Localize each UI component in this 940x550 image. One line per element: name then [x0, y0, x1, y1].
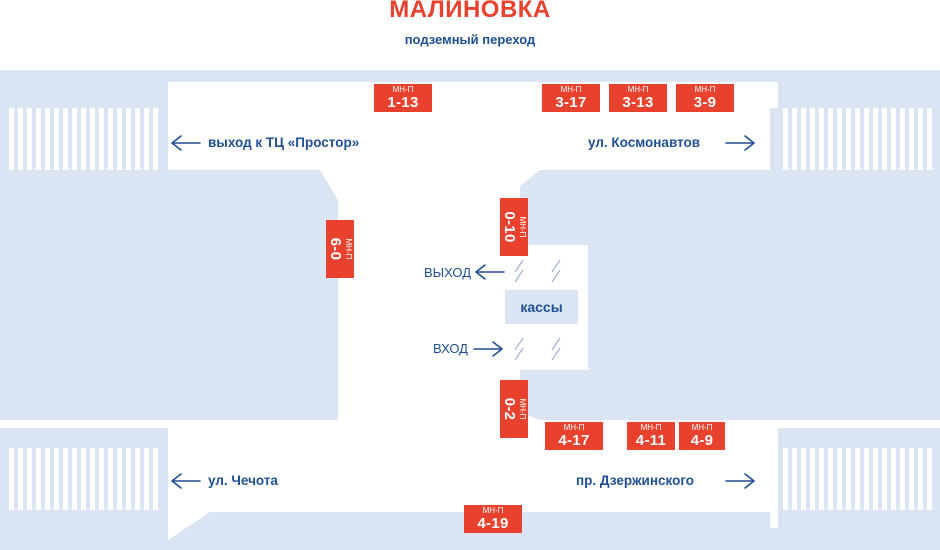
station-subtitle: подземный переход: [404, 32, 536, 47]
arrow-left-bottom: [171, 473, 201, 489]
crosswalk-top-left: [8, 108, 160, 170]
turnstiles: [514, 259, 561, 361]
label-exit-mall: выход к ТЦ «Простор»: [208, 135, 360, 150]
arrow-entrance: [473, 341, 503, 357]
ticket-office: кассы: [505, 290, 578, 324]
arrow-right-bottom: [725, 473, 755, 489]
direction-arrows: [171, 135, 755, 489]
passage: [168, 82, 778, 540]
label-dzerzhinskogo-avenue: пр. Дзержинского: [576, 473, 695, 488]
arrow-right-top: [725, 135, 755, 151]
station-title: МАЛИНОВКА: [389, 0, 551, 23]
label-entrance: ВХОД: [433, 341, 468, 356]
crosswalk-bottom-left: [8, 448, 160, 510]
crosswalk-bottom-right: [780, 448, 932, 510]
crosswalk-top-right: [780, 108, 932, 170]
arrow-exit: [475, 264, 505, 280]
label-kosmonavtov-street: ул. Космонавтов: [588, 135, 701, 150]
label-exit: ВЫХОД: [424, 265, 472, 280]
arrow-left-top: [171, 135, 201, 151]
label-chechota-street: ул. Чечота: [208, 473, 278, 488]
